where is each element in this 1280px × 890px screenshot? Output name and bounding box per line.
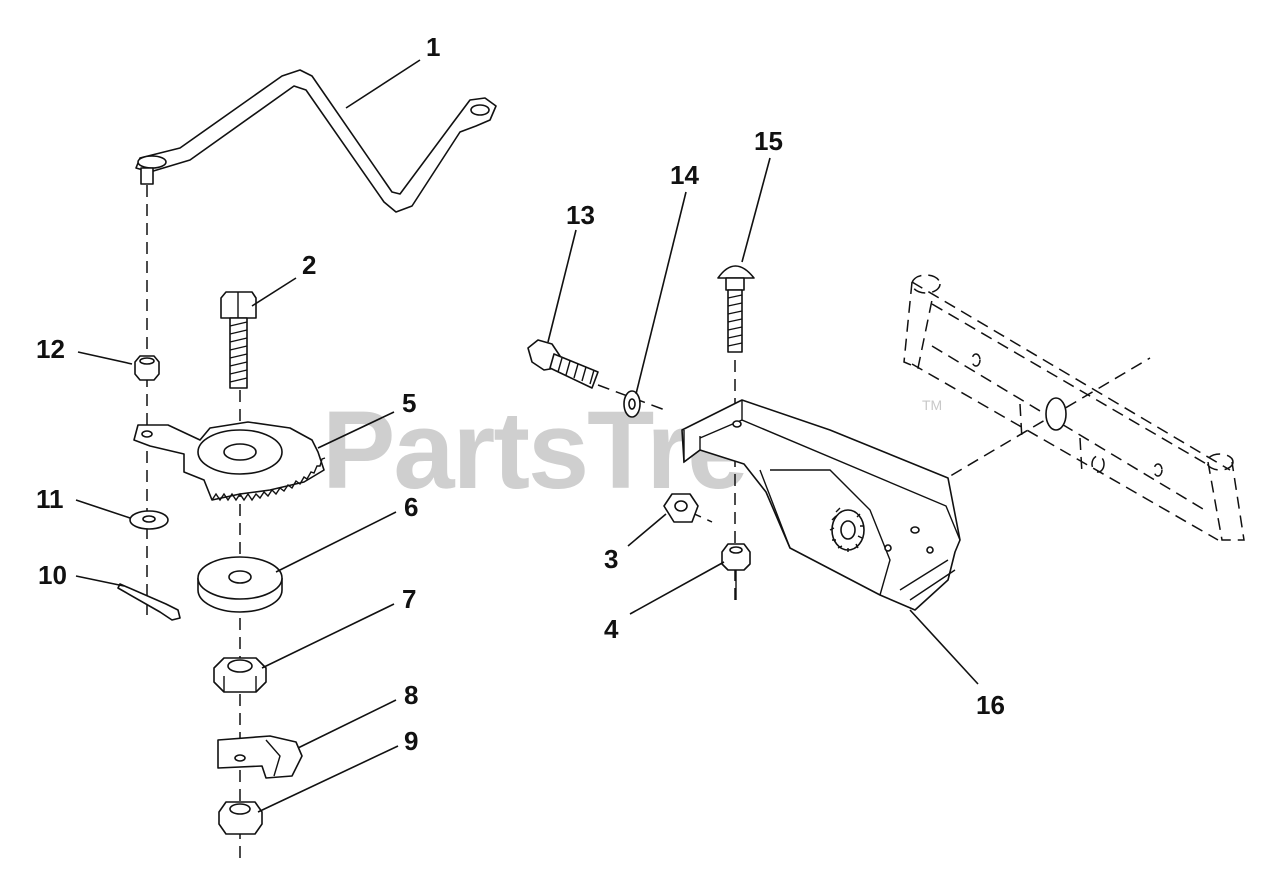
part-cotter-pin: [117, 583, 181, 621]
callout-5: 5: [402, 388, 416, 418]
leader-lines: [75, 59, 979, 813]
callout-10: 10: [38, 560, 67, 590]
callout-11: 11: [36, 484, 64, 514]
part-hex-nut-7: [213, 657, 267, 693]
part-washer-11: [129, 510, 169, 530]
callout-1: 1: [426, 32, 440, 62]
part-angled-bolt: [527, 339, 599, 389]
part-hex-bolt: [220, 291, 257, 389]
callout-3: 3: [604, 544, 618, 574]
callout-13: 13: [566, 200, 595, 230]
callout-2: 2: [302, 250, 316, 280]
callout-12: 12: [36, 334, 65, 364]
part-mounting-bracket: [681, 399, 961, 611]
part-nut-3: [663, 493, 699, 523]
phantom-axle-frame: [903, 274, 1245, 541]
callout-6: 6: [404, 492, 418, 522]
part-carriage-bolt: [717, 265, 755, 353]
part-control-rod: [135, 69, 497, 213]
callout-9: 9: [404, 726, 418, 756]
callout-14: 14: [670, 160, 699, 190]
callout-labels: 1 2 3 4 5 6 7 8 9 10 11 12 13 14 15 16: [36, 32, 1005, 756]
callout-7: 7: [402, 584, 416, 614]
part-bracket-clip: [217, 735, 303, 779]
part-washer-14: [623, 390, 641, 418]
callout-8: 8: [404, 680, 418, 710]
part-small-nut-12: [134, 355, 160, 381]
callout-15: 15: [754, 126, 783, 156]
watermark-trademark: TM: [922, 397, 942, 413]
callout-4: 4: [604, 614, 619, 644]
callout-16: 16: [976, 690, 1005, 720]
part-sector-gear: [133, 421, 326, 502]
part-hex-nut-9: [218, 801, 263, 835]
part-nut-4: [721, 543, 751, 600]
part-large-washer: [197, 556, 283, 613]
